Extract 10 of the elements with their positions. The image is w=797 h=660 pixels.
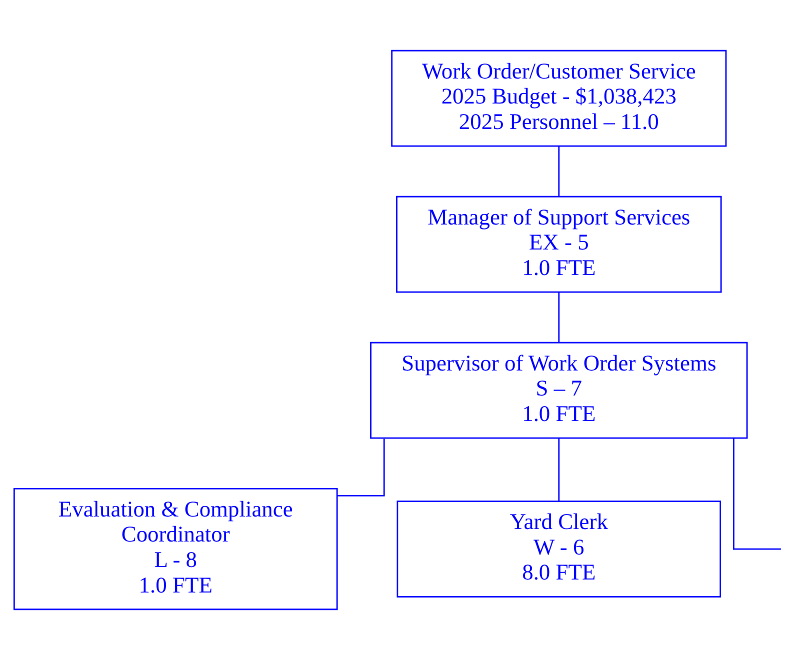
node-box: Evaluation & Compliance Coordinator L - 8 1.0 FTE (13, 488, 338, 610)
node-box: Manager of Support Services EX - 5 1.0 FTE (396, 196, 722, 293)
node-box: Yard Clerk W - 6 8.0 FTE (396, 500, 722, 598)
node-box: Work Order/Customer Service 2025 Budget - $1,038,423 2025 Personnel – 11.0 (391, 50, 727, 147)
connector (337, 438, 385, 496)
connector (732, 438, 781, 550)
node-box: Supervisor of Work Order Systems S – 7 1.0 FTE (370, 342, 748, 439)
connector (558, 438, 560, 502)
connector (558, 146, 560, 196)
connector (558, 292, 560, 342)
